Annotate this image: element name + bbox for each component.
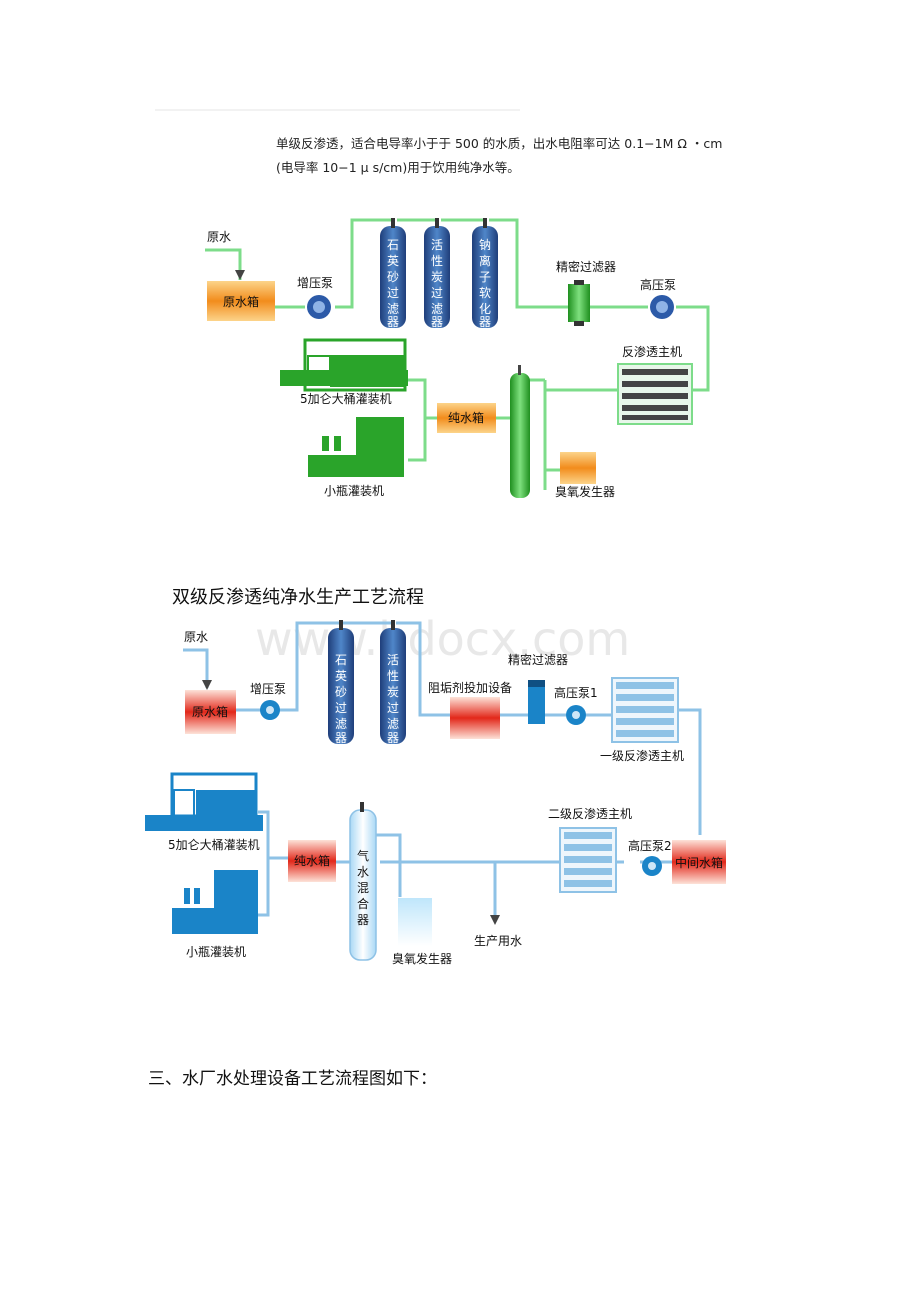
label-ro1-host: 一级反渗透主机	[600, 748, 684, 763]
quartz-sand-filter: 石英砂过滤器	[380, 218, 406, 329]
watermark: www.bdocx.com	[255, 612, 630, 666]
ozone-generator	[560, 452, 596, 484]
pipes-blue	[183, 621, 702, 920]
label-raw-water: 原水	[207, 230, 231, 244]
label-raw-tank-2: 原水箱	[192, 704, 228, 719]
diagram1-single-stage-ro: 单级反渗透，适合电导率小于于 500 的水质，出水电阻率可达 0.1−1M Ω …	[155, 109, 722, 499]
small-bottle-filler-2	[172, 870, 258, 934]
label-production-water: 生产用水	[474, 934, 522, 948]
sodium-softener: 钠离子软化器	[472, 218, 498, 329]
svg-text:石英砂过滤器: 石英砂过滤器	[335, 653, 347, 745]
activated-carbon-filter: 活性炭过滤器	[424, 218, 450, 329]
label-ozone-2: 臭氧发生器	[392, 951, 452, 966]
section-heading: 三、水厂水处理设备工艺流程图如下：	[148, 1069, 437, 1089]
activated-carbon-filter-2: 活性炭过滤器	[380, 620, 406, 745]
raw-water-tank	[207, 281, 275, 321]
antiscalant-dosing	[450, 697, 500, 739]
label-booster-pump-2: 增压泵	[250, 682, 286, 696]
label-ro-host: 反渗透主机	[622, 344, 682, 359]
svg-text:气水混合器: 气水混合器	[357, 848, 369, 927]
label-raw-tank: 原水箱	[223, 294, 259, 309]
label-hp-pump2: 高压泵2	[628, 838, 672, 853]
raw-water-tank-2	[185, 690, 236, 734]
precision-filter	[568, 284, 590, 322]
description-line1: 单级反渗透，适合电导率小于于 500 的水质，出水电阻率可达 0.1−1M Ω …	[276, 136, 722, 151]
mixer-column	[510, 373, 530, 498]
label-raw-water-2: 原水	[184, 630, 208, 644]
arrow-down-icon	[235, 270, 245, 280]
filler-5-gallon-machine-2	[145, 772, 263, 831]
label-precision-filter-2: 精密过滤器	[508, 652, 568, 667]
pure-water-tank	[437, 403, 496, 433]
filler-5-gallon-machine	[280, 338, 408, 392]
label-booster-pump: 增压泵	[297, 276, 333, 290]
label-filler-5gal-2: 5加仑大桶灌装机	[168, 837, 260, 852]
arrow-down-icon	[202, 680, 212, 690]
label-ozone: 臭氧发生器	[555, 484, 615, 499]
svg-text:活性炭过滤器: 活性炭过滤器	[431, 238, 443, 329]
label-ro2-host: 二级反渗透主机	[548, 806, 632, 821]
small-bottle-filler	[308, 417, 404, 477]
ro2-membrane-rack	[559, 827, 617, 893]
svg-text:活性炭过滤器: 活性炭过滤器	[387, 653, 399, 745]
arrow-down-icon	[490, 915, 500, 925]
label-precision-filter: 精密过滤器	[556, 259, 616, 274]
quartz-sand-filter-2: 石英砂过滤器	[328, 620, 354, 745]
diagram2-title: 双级反渗透纯净水生产工艺流程	[172, 587, 424, 608]
ozone-generator-2	[398, 898, 432, 946]
label-middle-tank: 中间水箱	[675, 855, 723, 870]
svg-text:石英砂过滤器: 石英砂过滤器	[387, 238, 399, 329]
label-filler-5gal: 5加仑大桶灌装机	[300, 391, 392, 406]
diagram2-double-stage-ro: 双级反渗透纯净水生产工艺流程 www.bdocx.com 原水 原水箱	[145, 587, 726, 966]
label-high-pressure-pump: 高压泵	[640, 277, 676, 292]
description-line2: (电导率 10−1 μ s/cm)用于饮用纯净水等。	[276, 160, 520, 175]
pure-water-tank-2	[288, 840, 336, 882]
middle-water-tank	[672, 840, 726, 884]
precision-filter-2	[528, 686, 545, 724]
label-pure-tank-2: 纯水箱	[294, 853, 330, 868]
ro-membrane-rack	[617, 363, 693, 425]
label-pure-tank: 纯水箱	[448, 410, 484, 425]
label-bottle-filler: 小瓶灌装机	[324, 484, 384, 498]
label-antiscalant: 阻垢剂投加设备	[428, 680, 512, 695]
svg-text:钠离子软化器: 钠离子软化器	[479, 237, 491, 329]
label-bottle-filler-2: 小瓶灌装机	[186, 945, 246, 959]
gas-water-mixer: 气水混合器	[349, 802, 377, 961]
ro1-membrane-rack	[611, 677, 679, 743]
label-hp-pump1: 高压泵1	[554, 685, 598, 700]
